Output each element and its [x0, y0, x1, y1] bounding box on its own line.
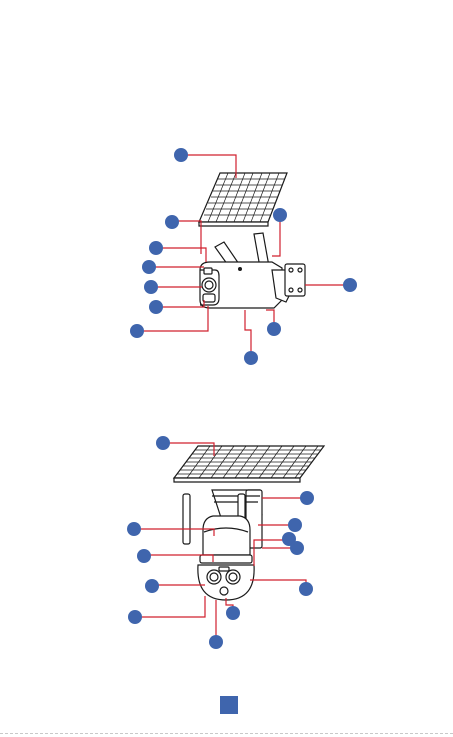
callout-speaker — [127, 522, 141, 536]
callout-microphone — [130, 324, 144, 338]
callout-spotlight — [145, 579, 159, 593]
callout-light-sensor — [165, 215, 179, 229]
callout-lens — [144, 280, 158, 294]
callout-pir-sensor — [226, 606, 240, 620]
callout-solar-panel — [174, 148, 188, 162]
callout-status-led — [299, 582, 313, 596]
callout-status-led — [149, 241, 163, 255]
solar-panel — [174, 446, 324, 482]
camera-body — [200, 262, 305, 308]
callout-pir-sensor — [149, 300, 163, 314]
callout-body-bottom — [244, 351, 258, 365]
callout-power-button — [290, 541, 304, 555]
ptz-dome-camera-figure — [127, 436, 324, 649]
callout-light-sensor — [137, 549, 151, 563]
page-number-badge — [220, 696, 238, 714]
callout-solar-panel — [156, 436, 170, 450]
page-bottom-edge — [0, 733, 453, 734]
callout-speaker — [267, 322, 281, 336]
callout-lens — [128, 610, 142, 624]
callout-antenna — [288, 518, 302, 532]
bullet-camera-figure — [130, 148, 357, 365]
callout-spotlight — [142, 260, 156, 274]
callout-mount-bracket — [343, 278, 357, 292]
callout-microphone — [209, 635, 223, 649]
callout-panel-mount — [300, 491, 314, 505]
callout-antenna — [273, 208, 287, 222]
